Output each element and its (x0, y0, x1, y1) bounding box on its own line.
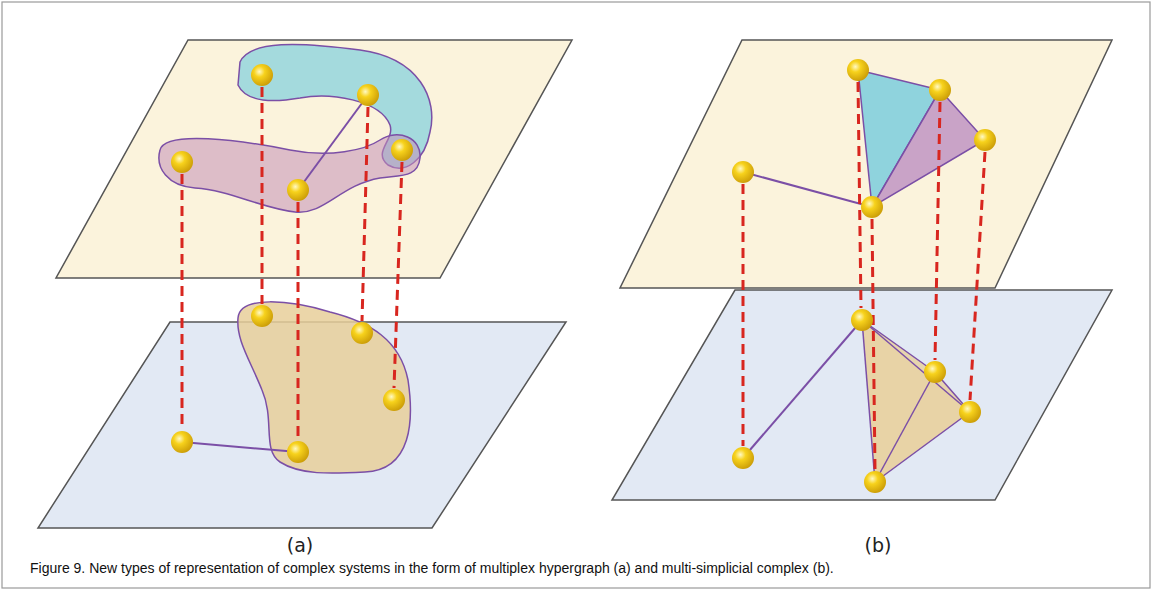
panel-b (612, 40, 1112, 500)
simplex (862, 320, 970, 482)
upper-layer (620, 40, 1112, 288)
simplex-edges (862, 320, 970, 482)
simplex (872, 90, 985, 207)
upper-layer (56, 40, 572, 278)
simplex (862, 320, 970, 482)
figure-caption: Figure 9. New types of representation of… (30, 560, 834, 576)
interlayer-links (182, 87, 402, 440)
panel-label: (a) (287, 534, 313, 556)
edge-line (182, 442, 298, 452)
edge-line (298, 95, 368, 190)
hyperedge (159, 135, 420, 212)
panel-a (38, 40, 572, 528)
network-nodes (171, 64, 413, 463)
lower-layer (612, 290, 1112, 500)
panel-label: (b) (865, 534, 892, 556)
network-nodes (732, 59, 996, 493)
edge-line (743, 320, 862, 458)
edge-line (743, 172, 872, 207)
hyperedge (238, 302, 411, 473)
interlayer-links (743, 82, 985, 470)
